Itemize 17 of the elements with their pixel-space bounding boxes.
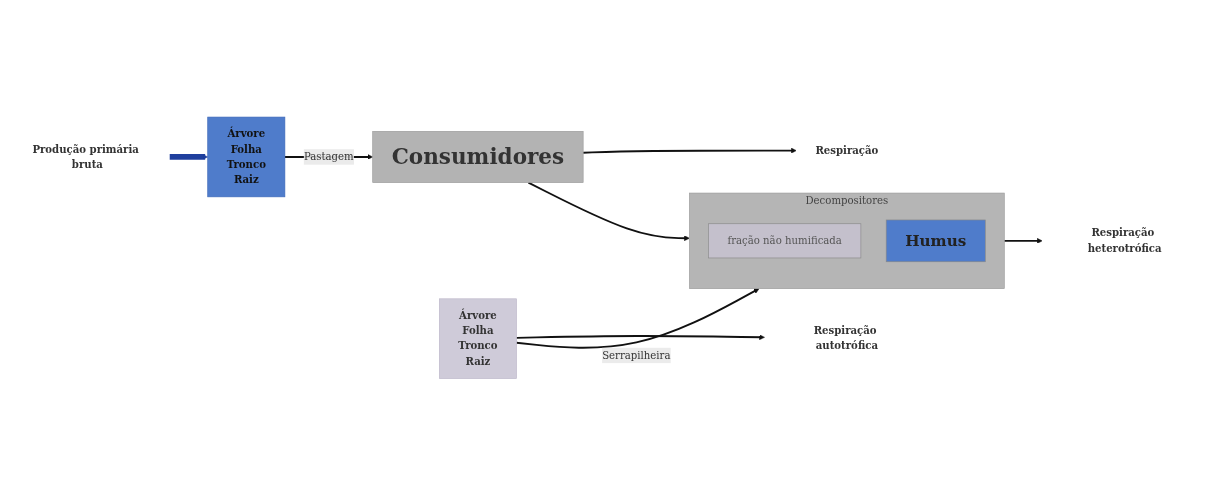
arrow [169, 154, 208, 160]
node-text: Respiração [815, 144, 879, 157]
node-box: Árvore Folha Tronco Raiz [439, 298, 517, 380]
arrow [582, 148, 797, 154]
node-text: Produção primária bruta [32, 143, 139, 171]
edge-label: Pastagem [303, 150, 354, 163]
node-box: Humus [885, 219, 986, 263]
arrow [515, 288, 760, 349]
node-text: Respiração autotrófica [813, 324, 878, 353]
node-box: Árvore Folha Tronco Raiz [207, 116, 286, 198]
node-text: Respiração heterotrófica [1087, 227, 1162, 255]
arrow [527, 181, 690, 242]
edge-label: Serrapilheira [602, 349, 671, 362]
arrow [1003, 238, 1043, 244]
node-box: fração não humificada [708, 223, 862, 259]
arrow [515, 334, 765, 341]
node-box: Consumidores [372, 131, 584, 184]
